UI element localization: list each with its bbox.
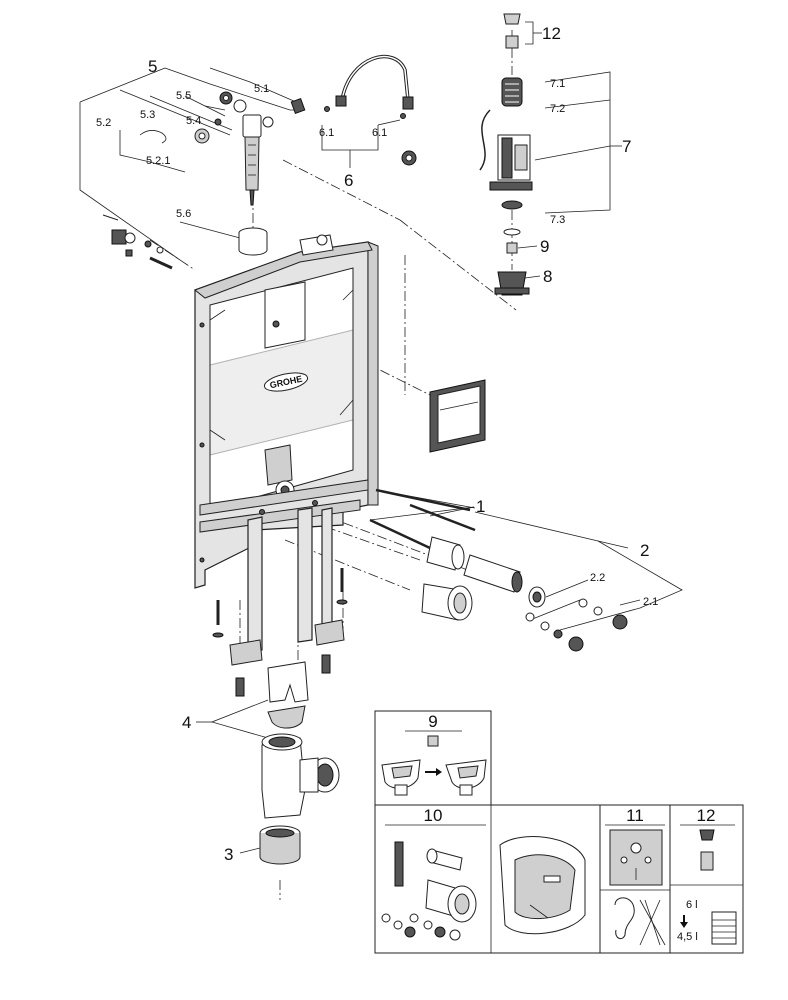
label-5-5: 5.5 bbox=[176, 90, 191, 102]
threaded-rods bbox=[369, 488, 476, 550]
label-7: 7 bbox=[622, 137, 631, 156]
water-level-icon: 6 l 4,5 l bbox=[677, 899, 737, 945]
ear-noise-icon bbox=[614, 897, 666, 946]
label-2: 2 bbox=[640, 541, 649, 560]
label-5-2: 5.2 bbox=[96, 117, 111, 129]
label-6-1-b: 6.1 bbox=[372, 127, 387, 139]
flush-valve-assembly bbox=[479, 13, 533, 296]
fill-valve-assembly bbox=[139, 91, 306, 256]
installation-frame: GROHE bbox=[193, 234, 379, 653]
water-full-text: 6 l bbox=[686, 899, 698, 911]
label-6: 6 bbox=[344, 171, 353, 190]
hose bbox=[324, 54, 417, 166]
label-5-6: 5.6 bbox=[176, 208, 191, 220]
label-12: 12 bbox=[542, 24, 561, 43]
label-7-1: 7.1 bbox=[550, 78, 565, 90]
label-5-4: 5.4 bbox=[186, 115, 201, 127]
label-1: 1 bbox=[476, 497, 485, 516]
label-7-3: 7.3 bbox=[550, 214, 565, 226]
label-2-2: 2.2 bbox=[590, 572, 605, 584]
info-panel-11: 11 bbox=[599, 804, 671, 954]
label-8: 8 bbox=[543, 267, 552, 286]
info-panel-10: 10 bbox=[374, 804, 601, 954]
label-2-1: 2.1 bbox=[643, 596, 658, 608]
panel-11-title: 11 bbox=[626, 806, 644, 825]
foot-bolts bbox=[212, 568, 348, 697]
label-3: 3 bbox=[224, 845, 233, 864]
toilet-icon bbox=[381, 759, 487, 796]
drain-elbow bbox=[259, 733, 340, 865]
label-9: 9 bbox=[540, 237, 549, 256]
label-7-2: 7.2 bbox=[550, 103, 565, 115]
info-panel-12: 12 6 l 4,5 l bbox=[669, 804, 744, 954]
info-panel-9: 9 bbox=[374, 710, 492, 806]
panel-9-title: 9 bbox=[428, 712, 437, 731]
label-5: 5 bbox=[148, 57, 157, 76]
label-5-3: 5.3 bbox=[140, 109, 155, 121]
label-4: 4 bbox=[182, 713, 191, 732]
wall-fixings bbox=[102, 214, 173, 270]
water-part-text: 4,5 l bbox=[677, 931, 698, 943]
connection-pipes bbox=[421, 536, 628, 652]
inspection-box bbox=[429, 379, 486, 453]
label-5-2-1: 5.2.1 bbox=[146, 155, 170, 167]
callout-labels: 5 5.1 5.5 5.3 5.4 5.2 5.2.1 5.6 6.1 6.1 … bbox=[96, 24, 658, 864]
label-6-1-a: 6.1 bbox=[319, 127, 334, 139]
panel-12-title: 12 bbox=[697, 806, 716, 825]
panel-10-title: 10 bbox=[424, 806, 443, 825]
label-5-1: 5.1 bbox=[254, 83, 269, 95]
grohe-logo: GROHE bbox=[263, 372, 309, 392]
pipe-brackets bbox=[267, 661, 309, 729]
